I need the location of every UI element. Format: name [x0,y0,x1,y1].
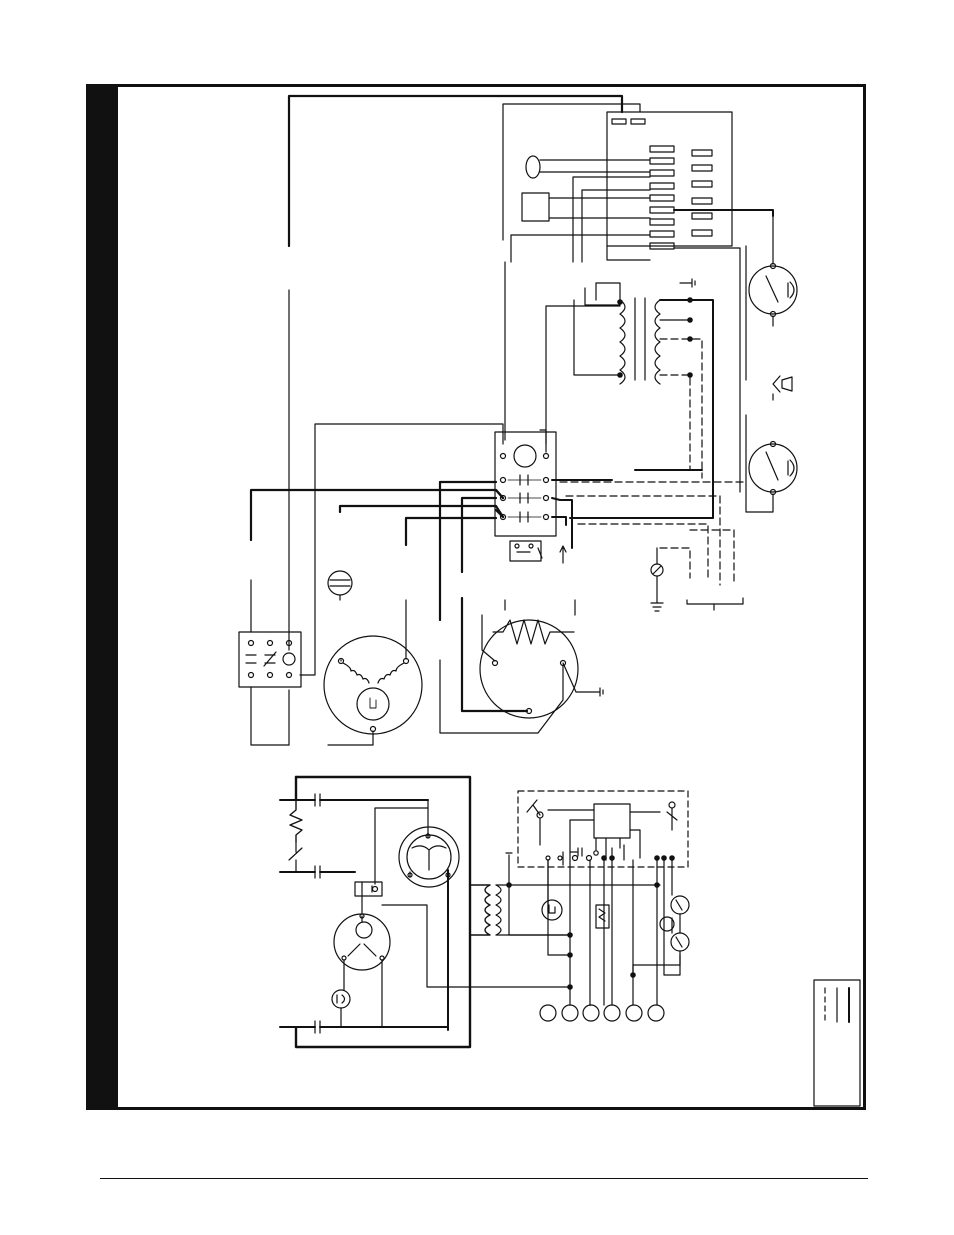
pressure-switch-top [749,264,797,317]
small-relay [510,541,541,561]
control-module [594,804,630,838]
run-capacitor [328,571,352,595]
transformer [620,298,660,384]
ladder-resistor [596,905,609,928]
terminal-3 [583,1005,599,1021]
pressure-switch-bottom [749,442,797,495]
terminal-4 [604,1005,620,1021]
relay-box [522,193,549,221]
ladder-motor-s [542,900,562,920]
sensor-bulb [526,156,540,178]
contactor [495,432,556,536]
horn-symbol [773,376,780,392]
control-board [607,112,732,249]
terminal-2 [562,1005,578,1021]
disconnect-switch [239,632,301,687]
terminal-6 [648,1005,664,1021]
terminal-1 [540,1005,556,1021]
terminal-5 [626,1005,642,1021]
ladder-motor-symbol [332,990,350,1008]
footer-rule [100,1178,868,1179]
ladder-schematic [280,777,860,1106]
compressor-motor [324,600,422,734]
